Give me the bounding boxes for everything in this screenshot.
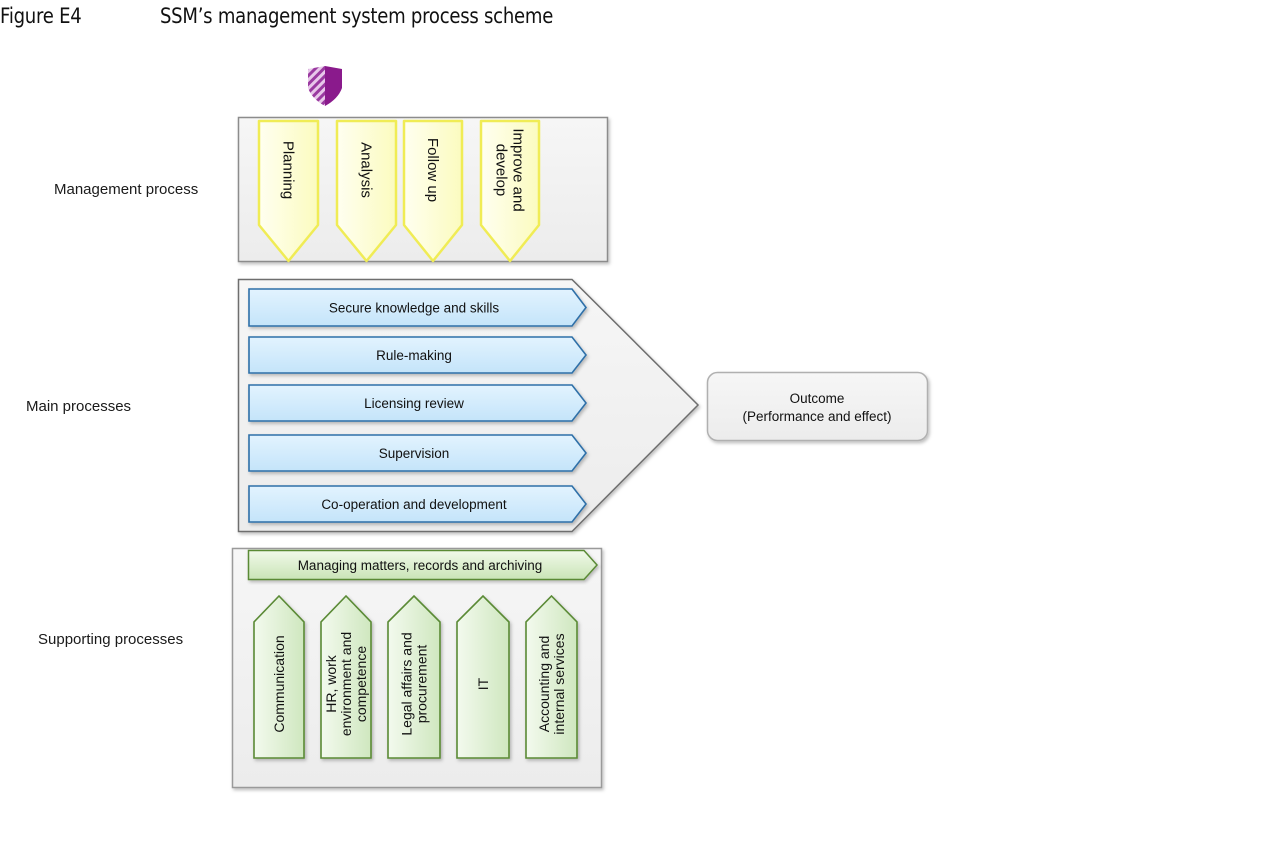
supporting-process-label: IT (475, 677, 491, 690)
shield-icon (308, 66, 342, 106)
supporting-process-step: Communication (253, 594, 305, 759)
main-process-step: Rule-making (248, 336, 588, 374)
main-process-step: Secure knowledge and skills (248, 288, 588, 327)
label-management-process: Management process (54, 181, 199, 198)
supporting-process-label: internal services (551, 633, 567, 734)
supporting-process-label: Legal affairs and (399, 632, 415, 735)
management-step-label: Analysis (358, 142, 375, 198)
main-process-label: Rule-making (376, 348, 452, 363)
main-process-arrows: Secure knowledge and skillsRule-makingLi… (248, 288, 588, 523)
label-supporting-processes: Supporting processes (38, 631, 184, 648)
management-step: Planning (257, 119, 320, 263)
records-archiving-bar: Managing matters, records and archiving (247, 549, 599, 581)
supporting-process-label: environment and (338, 632, 354, 736)
main-process-label: Supervision (379, 446, 450, 461)
main-process-step: Licensing review (248, 384, 588, 422)
main-process-label: Licensing review (364, 396, 464, 411)
supporting-process-step: IT (456, 594, 510, 759)
management-step: Analysis (335, 119, 398, 263)
outcome-box: Outcome (Performance and effect) (706, 371, 929, 442)
supporting-process-label: procurement (414, 645, 430, 724)
main-process-step: Supervision (248, 434, 588, 472)
outcome-subtitle: (Performance and effect) (742, 409, 891, 424)
management-step: Follow up (402, 119, 464, 263)
main-process-label: Secure knowledge and skills (329, 301, 500, 316)
supporting-process-label: Accounting and (536, 636, 552, 733)
label-main-processes: Main processes (26, 398, 132, 415)
supporting-process-label: Communication (271, 635, 287, 732)
supporting-process-label: HR, work (323, 654, 339, 713)
outcome-title: Outcome (790, 391, 845, 406)
management-step-label: develop (493, 144, 510, 197)
supporting-process-label: competence (353, 646, 369, 722)
management-step-label: Follow up (424, 138, 441, 202)
main-process-step: Co-operation and development (248, 485, 588, 523)
figure-caption: SSM’s management system process scheme (159, 4, 554, 28)
figure-title: Figure E4 SSM’s management system process… (0, 4, 553, 28)
management-arrows: Planning Analysis Follow up Improve anddeve… (257, 119, 541, 263)
figure-number: Figure E4 (0, 4, 82, 28)
records-archiving-label: Managing matters, records and archiving (298, 558, 543, 573)
main-process-label: Co-operation and development (321, 497, 507, 512)
management-step-label: Improve and (510, 128, 527, 211)
management-step-label: Planning (280, 141, 297, 199)
